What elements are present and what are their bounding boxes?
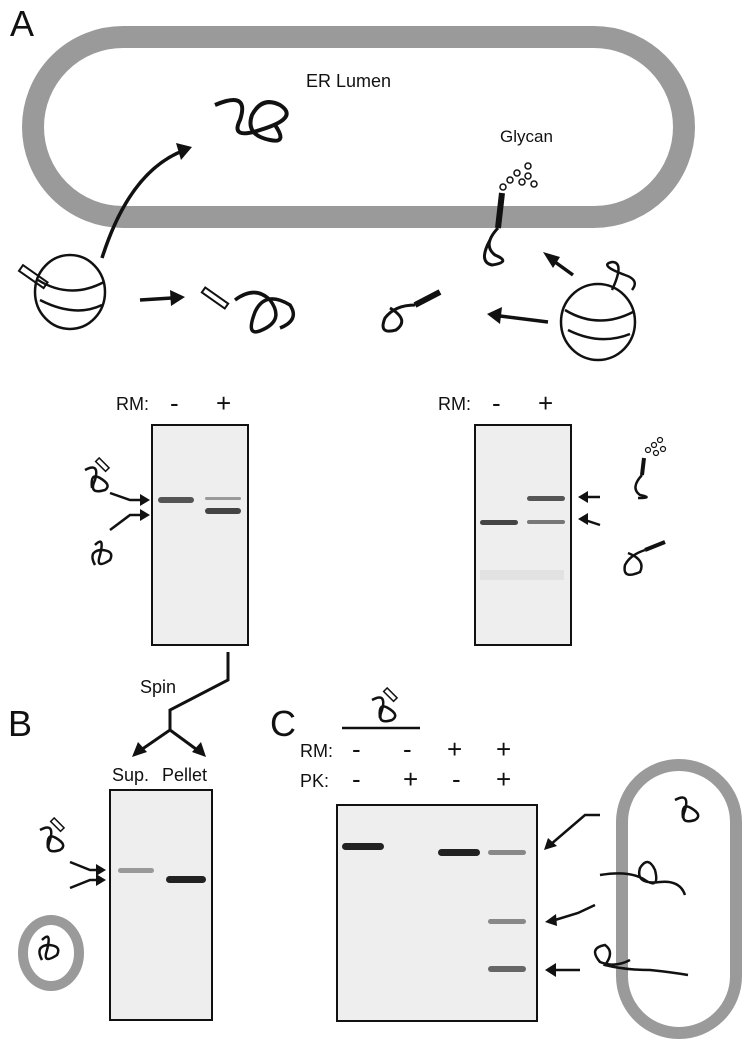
gel-c-pk-label: PK:	[300, 771, 330, 791]
er-membrane	[22, 26, 695, 228]
cytosol-arrow-icon	[139, 290, 185, 306]
ribosome-right-icon	[559, 260, 637, 362]
gel-left-arrowhead-2	[140, 509, 150, 521]
gel-c-pk-sign-3: -	[452, 764, 461, 794]
gel-c-rm-sign-3: +	[447, 734, 463, 764]
gel-c-arrowhead-1	[544, 838, 557, 850]
gel-b-icons	[38, 816, 102, 961]
glycosylation-arrow-icon	[543, 252, 575, 277]
panel-label-b: B	[8, 703, 33, 744]
gel-c	[336, 804, 538, 1022]
gel-left-band-2	[205, 497, 241, 500]
gel-b	[109, 789, 213, 1021]
microsome-c	[616, 759, 742, 1039]
gel-right	[474, 424, 572, 646]
glycan-label: Glycan	[500, 127, 553, 146]
gel-c-pk-sign-1: -	[352, 764, 361, 794]
gel-c-rm-label: RM:	[300, 741, 333, 761]
glycosylated-protein-icon	[483, 162, 538, 267]
gel-left-band-3	[205, 508, 241, 514]
gel-left	[151, 424, 249, 646]
gel-right-rm-label: RM:	[438, 394, 471, 414]
gel-right-band-3	[527, 520, 565, 524]
gel-right-smear	[480, 570, 564, 580]
gel-b-arrowhead-2	[96, 874, 106, 886]
gel-left-arrowhead-1	[140, 494, 150, 506]
microsome-c-icons	[593, 796, 700, 977]
gel-c-pk-sign-4: +	[496, 764, 512, 794]
gel-c-rm-sign-2: -	[403, 734, 412, 764]
sup-label: Sup.	[112, 765, 150, 785]
gel-left-rm-sign-1: -	[170, 388, 179, 418]
er-lumen-label: ER Lumen	[306, 71, 392, 91]
gel-b-band-1	[118, 868, 154, 873]
gel-right-icons	[584, 436, 667, 577]
gel-right-rm-sign-2: +	[538, 388, 554, 418]
gel-c-arrowhead-3	[545, 963, 556, 977]
gel-b-band-2	[166, 876, 206, 883]
gel-left-band-1	[158, 497, 194, 503]
panel-label-c: C	[270, 703, 296, 744]
pellet-label: Pellet	[162, 765, 208, 785]
gel-c-band-5	[488, 966, 526, 972]
spin-arrow-icon	[137, 652, 230, 754]
gel-c-arrowhead-2	[545, 914, 557, 926]
gel-c-band-1	[342, 843, 384, 850]
gel-right-band-1	[527, 496, 565, 501]
gel-c-header-icon	[371, 686, 399, 723]
gel-c-pk-sign-2: +	[403, 764, 419, 794]
cytosolic-protein-icon	[200, 286, 296, 334]
gel-left-icons	[84, 456, 147, 566]
import-arrow-icon	[100, 143, 192, 259]
gel-c-arrows	[549, 813, 600, 972]
spin-arrowhead-left	[132, 742, 147, 757]
gel-right-band-2	[480, 520, 518, 525]
spin-label: Spin	[140, 677, 177, 697]
ribosome-icon	[17, 253, 107, 331]
gel-c-band-3	[488, 850, 526, 855]
spin-arrowhead-right	[192, 742, 206, 757]
gel-c-band-2	[438, 849, 480, 856]
gel-right-arrowhead-2	[578, 513, 588, 525]
release-arrow-icon	[487, 307, 549, 324]
unglycosylated-protein-icon	[381, 289, 442, 333]
gel-c-band-4	[488, 919, 526, 924]
gel-right-arrowhead-1	[578, 491, 588, 503]
microsome-b	[18, 915, 84, 991]
gel-left-rm-label: RM:	[116, 394, 149, 414]
gel-c-rm-sign-4: +	[496, 734, 512, 764]
panel-label-a: A	[10, 3, 35, 44]
gel-right-rm-sign-1: -	[492, 388, 501, 418]
gel-left-rm-sign-2: +	[216, 388, 232, 418]
gel-c-rm-sign-1: -	[352, 734, 361, 764]
folded-protein-icon	[214, 98, 289, 143]
gel-b-arrowhead-1	[96, 864, 106, 876]
